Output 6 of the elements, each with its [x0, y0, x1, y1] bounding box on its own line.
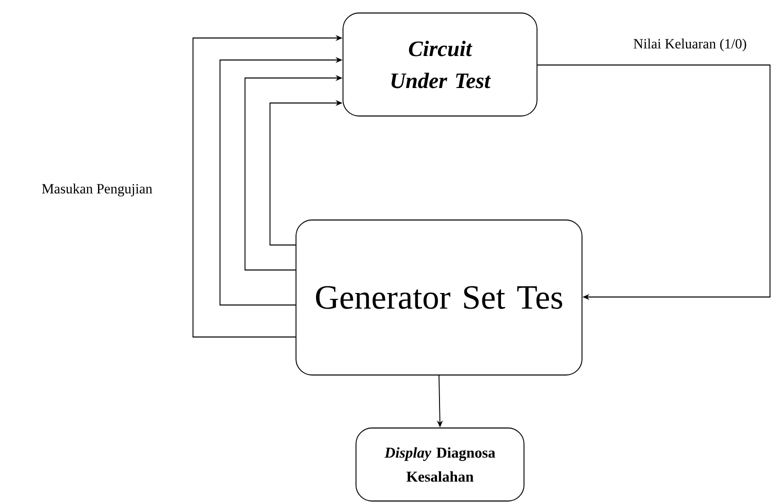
- process-box: Circuit Under Test: [342, 12, 538, 116]
- arrow: [537, 64, 770, 300]
- output-box: Display Diagnosa Kesalahan: [356, 428, 524, 502]
- edge-label: Nilai Keluaran (1/0): [632, 38, 748, 52]
- input-label: Masukan Pengujian: [42, 184, 152, 196]
- process-box: Generator Set Tes: [296, 220, 582, 376]
